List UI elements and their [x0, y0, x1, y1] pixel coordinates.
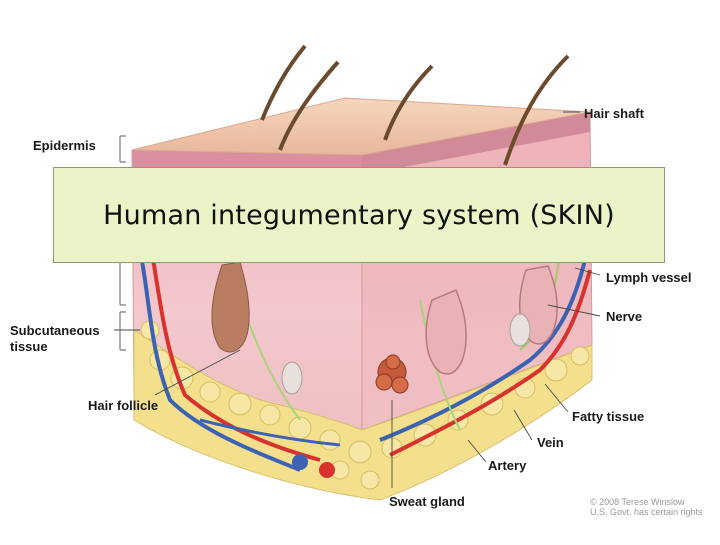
- label-hair-shaft: Hair shaft: [584, 106, 644, 121]
- pacinian-corpuscle-1: [282, 362, 302, 394]
- label-fatty-tissue: Fatty tissue: [572, 409, 644, 424]
- label-sweat-gland: Sweat gland: [389, 494, 465, 509]
- hair-follicle-bulb-2: [426, 290, 466, 374]
- title-banner: Human integumentary system (SKIN): [53, 167, 665, 263]
- label-artery: Artery: [488, 458, 526, 473]
- label-tissue: tissue: [10, 339, 48, 354]
- pacinian-corpuscle-2: [510, 314, 530, 346]
- copyright-notice: © 2008 Terese Winslow U.S. Govt. has cer…: [590, 497, 703, 517]
- vein-cross-section: [292, 454, 308, 470]
- copyright-line-2: U.S. Govt. has certain rights: [590, 507, 703, 517]
- label-subcutaneous: Subcutaneous: [10, 323, 100, 338]
- page-title: Human integumentary system (SKIN): [103, 200, 615, 231]
- label-nerve: Nerve: [606, 309, 642, 324]
- copyright-line-1: © 2008 Terese Winslow: [590, 497, 703, 507]
- label-hair-follicle: Hair follicle: [88, 398, 158, 413]
- artery-cross-section: [319, 462, 335, 478]
- label-epidermis: Epidermis: [33, 138, 96, 153]
- label-vein: Vein: [537, 435, 564, 450]
- label-lymph-vessel: Lymph vessel: [606, 270, 692, 285]
